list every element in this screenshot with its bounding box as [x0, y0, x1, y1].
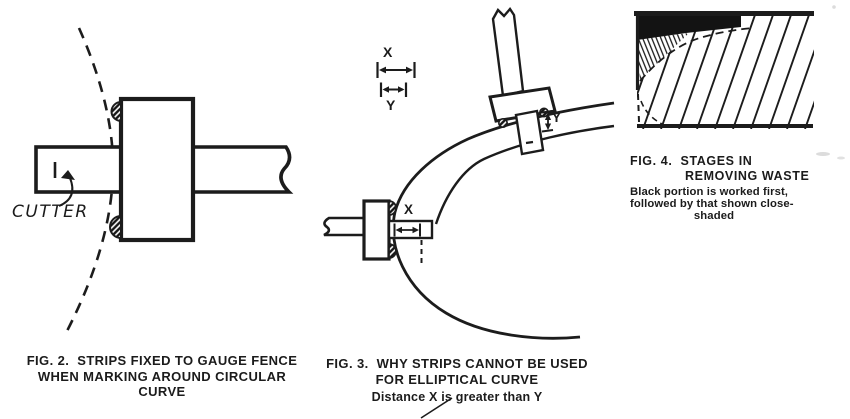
fig2-caption: FIG. 2. STRIPS FIXED TO GAUGE FENCE WHEN… [16, 353, 308, 400]
legend-dimension-x [376, 62, 416, 78]
legend-dimension-y [379, 82, 408, 97]
fence-strip-left [497, 118, 508, 129]
fence-strip-bottom [109, 214, 122, 240]
scan-artifacts [816, 5, 845, 160]
cutter-arrow [58, 177, 74, 207]
fig2-caption-line-3: CURVE [138, 384, 186, 399]
fence-strip-bottom [388, 243, 397, 259]
fig4-caption: FIG. 4. STAGES IN REMOVING WASTE Black p… [630, 154, 850, 222]
xy-dimension-legend [376, 62, 416, 97]
gauge-stem-left [34, 145, 123, 194]
cutter-mark [525, 140, 534, 145]
fig2-diagram [34, 27, 294, 334]
legend-x-label: X [383, 44, 393, 60]
cutter-arrowhead [61, 170, 75, 180]
fence-strip-top [388, 200, 397, 216]
left-border-dashed [637, 93, 640, 123]
top-gauge-assembly [488, 7, 557, 156]
gauge-fence-block [118, 96, 196, 243]
corner-dashed-arc [640, 100, 665, 126]
fig4-note-line-1: Black portion is worked first, [630, 186, 789, 198]
fig2-caption-line-2: WHEN MARKING AROUND CIRCULAR [37, 368, 287, 384]
fig4-note-line-3: shaded [693, 210, 735, 222]
gauge-stem [323, 216, 368, 237]
fig3-diagram [323, 7, 615, 419]
fence-strip-top [110, 100, 122, 123]
black-portion [637, 12, 741, 40]
dimension-y [541, 110, 554, 133]
fig3-caption-line-1: FIG. 3. WHY STRIPS CANNOT BE USED [326, 356, 588, 371]
dimension-x [393, 223, 421, 237]
fig4-diagram [634, 5, 845, 160]
gauge-fence-block [488, 86, 557, 123]
dimension-y-label: Y [552, 110, 562, 125]
dimension-x-label: X [404, 202, 414, 217]
cutter-label: CUTTER [12, 202, 89, 222]
fig4-caption-line-2: REMOVING WASTE [685, 168, 810, 183]
gauge-stem-tip [514, 109, 545, 156]
fig4-note-line-2: followed by that shown close- [630, 198, 794, 210]
fig3-caption-line-2: FOR ELLIPTICAL CURVE [375, 371, 539, 387]
fig3-subcaption: Distance X is greater than Y [371, 390, 543, 404]
fig4-note: Black portion is worked first, followed … [630, 186, 798, 222]
ellipse-marked-line-arc [434, 124, 615, 225]
legend-y-label: Y [386, 97, 396, 113]
fig2-caption-line-1: FIG. 2. STRIPS FIXED TO GAUGE FENCE [26, 353, 298, 368]
gauge-fence-block [362, 199, 391, 261]
caption-leader-line [420, 397, 453, 419]
fig4-caption-line-1: FIG. 4. STAGES IN [630, 154, 753, 168]
left-gauge-assembly [323, 199, 434, 267]
gauge-stem-right [191, 145, 294, 194]
gauge-stem-upper [491, 7, 525, 98]
fig3-caption: FIG. 3. WHY STRIPS CANNOT BE USED FOR EL… [314, 356, 600, 404]
